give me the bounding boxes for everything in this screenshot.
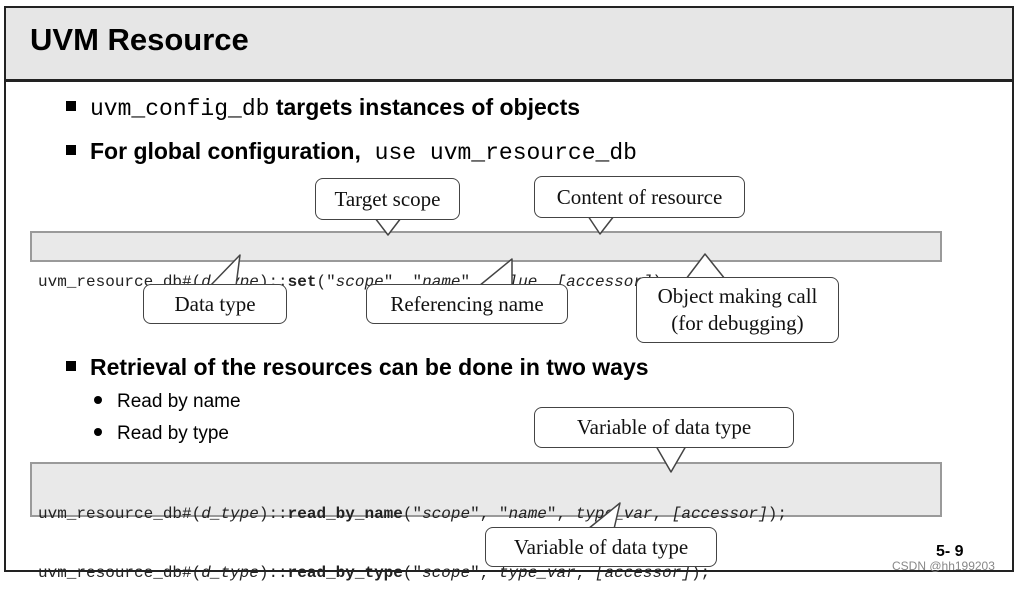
square-bullet-icon: [66, 145, 76, 155]
bullet-config-db: uvm_config_db targets instances of objec…: [66, 94, 580, 122]
code-prefix: uvm_resource_db#(: [38, 505, 202, 523]
read-code-box: uvm_resource_db#(d_type)::read_by_name("…: [30, 462, 942, 582]
bullet-text: Retrieval of the resources can be done i…: [90, 354, 649, 380]
dot-bullet-icon: [94, 428, 102, 436]
read-by-type-code-line: uvm_resource_db#(d_type)::read_by_type("…: [38, 562, 940, 585]
code-punct: (": [402, 505, 423, 523]
code-type-var: type_var: [498, 564, 576, 582]
code-method-read-by-type: read_by_type: [287, 564, 403, 582]
callout-data-type: Data type: [143, 284, 287, 324]
code-dtype: d_type: [201, 505, 259, 523]
code-prefix: uvm_resource_db#(: [38, 564, 202, 582]
code-punct: (": [316, 273, 336, 291]
bullet-text: targets instances of objects: [269, 94, 581, 120]
square-bullet-icon: [66, 361, 76, 371]
code-punct: );: [690, 564, 711, 582]
callout-object-making-call: Object making call (for debugging): [636, 277, 839, 343]
sub-bullet-text: Read by name: [117, 391, 241, 412]
bullet-retrieval: Retrieval of the resources can be done i…: [66, 354, 649, 381]
bullet-text: For global configuration,: [90, 138, 361, 164]
dot-bullet-icon: [94, 396, 102, 404]
code-punct: ,: [537, 273, 557, 291]
code-accessor: [accessor]: [594, 564, 691, 582]
callout-content-of-resource: Content of resource: [534, 176, 745, 218]
code-accessor: [accessor]: [671, 505, 768, 523]
callout-variable-of-data-type-top: Variable of data type: [534, 407, 794, 448]
square-bullet-icon: [66, 101, 76, 111]
code-punct: ", ": [470, 505, 509, 523]
code-punct: ,: [575, 564, 595, 582]
code-scope: scope: [422, 564, 471, 582]
code-punct: ",: [470, 564, 499, 582]
code-method-set: set: [287, 273, 317, 291]
slide-title: UVM Resource: [30, 22, 249, 57]
sub-bullet-text: Read by type: [117, 423, 229, 444]
code-dtype: d_type: [201, 564, 259, 582]
callout-target-scope: Target scope: [315, 178, 460, 220]
watermark: CSDN @hh199203: [892, 559, 995, 573]
code-punct: (": [402, 564, 423, 582]
code-type-var: type_var: [575, 505, 653, 523]
code-sep: )::: [258, 564, 288, 582]
callout-line-2: (for debugging): [671, 311, 804, 335]
callout-line-1: Object making call: [657, 284, 818, 308]
code-scope: scope: [422, 505, 471, 523]
bullet-code: uvm_config_db: [90, 96, 270, 122]
sub-bullet-read-by-type: Read by type: [94, 423, 229, 445]
bullet-code: use uvm_resource_db: [360, 140, 637, 166]
code-accessor: [accessor]: [556, 273, 653, 291]
bullet-global-config: For global configuration, use uvm_resour…: [66, 138, 637, 166]
code-punct: ,: [652, 505, 672, 523]
code-sep: )::: [258, 505, 288, 523]
code-punct: ",: [546, 505, 576, 523]
set-code-box: uvm_resource_db#(d_type)::set("scope", "…: [30, 231, 942, 291]
page-number: 5- 9: [936, 543, 964, 560]
code-name: name: [508, 505, 547, 523]
title-bar: UVM Resource: [6, 8, 1012, 82]
callout-variable-of-data-type-bottom: Variable of data type: [485, 527, 717, 567]
code-method-read-by-name: read_by_name: [287, 505, 403, 523]
read-by-name-code-line: uvm_resource_db#(d_type)::read_by_name("…: [38, 503, 940, 526]
sub-bullet-read-by-name: Read by name: [94, 391, 241, 413]
code-punct: );: [767, 505, 787, 523]
callout-referencing-name: Referencing name: [366, 284, 568, 324]
